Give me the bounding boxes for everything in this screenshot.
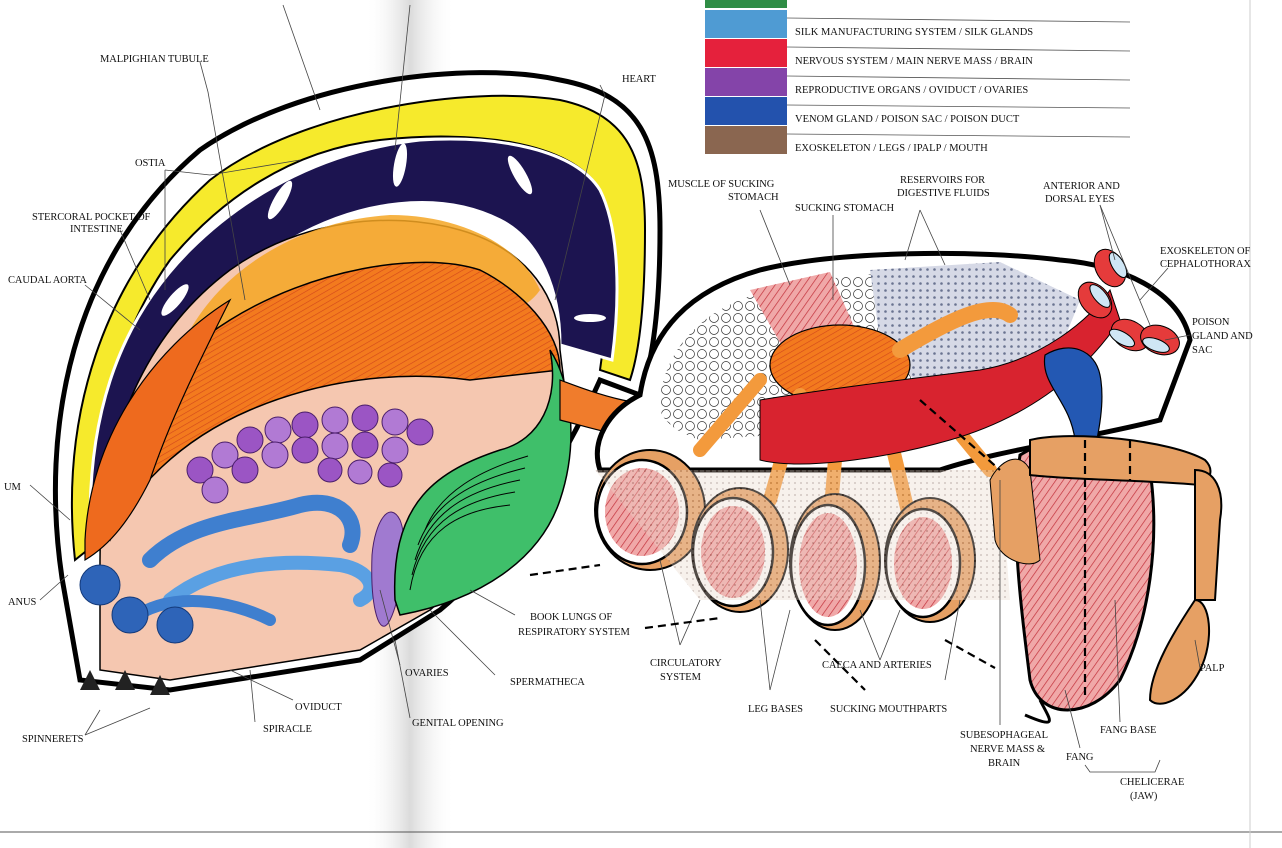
label-reservoirs-1: RESERVOIRS FOR [900,175,985,186]
label-stercoral-2: INTESTINE [70,224,123,235]
label-oviduct: OVIDUCT [295,702,342,713]
label-fang-base: FANG BASE [1100,725,1156,736]
label-poison-1: POISON [1192,317,1230,328]
label-muscle-2: STOMACH [728,192,779,203]
key-swatch-5 [705,126,787,154]
label-sucking-stomach: SUCKING STOMACH [795,203,894,214]
key-swatch-4 [705,97,787,125]
label-palp: PALP [1200,663,1225,674]
label-eyes-1: ANTERIOR AND [1043,181,1120,192]
label-spinnerets: SPINNERETS [22,734,84,745]
label-poison-2: GLAND AND [1192,331,1253,342]
label-heart: HEART [622,74,657,85]
key-label-4: VENOM GLAND / POISON SAC / POISON DUCT [795,114,1020,125]
label-reservoirs-2: DIGESTIVE FLUIDS [897,188,990,199]
label-chelicerae-2: (JAW) [1130,791,1158,802]
label-subeso-3: BRAIN [988,758,1021,769]
label-stercoral-1: STERCORAL POCKET OF [32,212,151,223]
label-spermatheca: SPERMATHECA [510,677,585,688]
label-circulatory-2: SYSTEM [660,672,702,683]
label-leg-bases: LEG BASES [748,704,803,715]
label-caudal-aorta: CAUDAL AORTA [8,275,87,286]
label-malpighian-tubule: MALPIGHIAN TUBULE [100,54,209,65]
label-poison-3: SAC [1192,345,1212,356]
label-subeso-1: SUBESOPHAGEAL [960,730,1048,741]
key-swatch-2 [705,39,787,67]
label-fang: FANG [1066,752,1094,763]
label-muscle-1: MUSCLE OF SUCKING [668,179,775,190]
label-subeso-2: NERVE MASS & [970,744,1045,755]
label-mouthparts: SUCKING MOUTHPARTS [830,704,947,715]
label-ovaries: OVARIES [405,668,449,679]
label-exo-ceph-2: CEPHALOTHORAX [1160,259,1251,270]
label-exo-ceph-1: EXOSKELETON OF [1160,246,1251,257]
key-label-2: NERVOUS SYSTEM / MAIN NERVE MASS / BRAIN [795,56,1033,67]
key-label-1: SILK MANUFACTURING SYSTEM / SILK GLANDS [795,27,1033,38]
key-label-5: EXOSKELETON / LEGS / IPALP / MOUTH [795,143,988,154]
label-caeca: CAECA AND ARTERIES [822,660,932,671]
label-book-lungs-1: BOOK LUNGS OF [530,612,612,623]
label-eyes-2: DORSAL EYES [1045,194,1115,205]
ostium-5 [574,314,606,322]
key-label-3: REPRODUCTIVE ORGANS / OVIDUCT / OVARIES [795,85,1028,96]
label-circulatory-1: CIRCULATORY [650,658,722,669]
label-chelicerae-1: CHELICERAE [1120,777,1184,788]
label-spiracle: SPIRACLE [263,724,312,735]
label-book-lungs-2: RESPIRATORY SYSTEM [518,627,630,638]
label-genital-opening: GENITAL OPENING [412,718,504,729]
key-swatch-1 [705,10,787,38]
key-swatch-3 [705,68,787,96]
label-anus: ANUS [8,597,36,608]
label-ostia: OSTIA [135,158,166,169]
label-um: UM [4,482,21,493]
key-swatch-0 [705,0,787,8]
